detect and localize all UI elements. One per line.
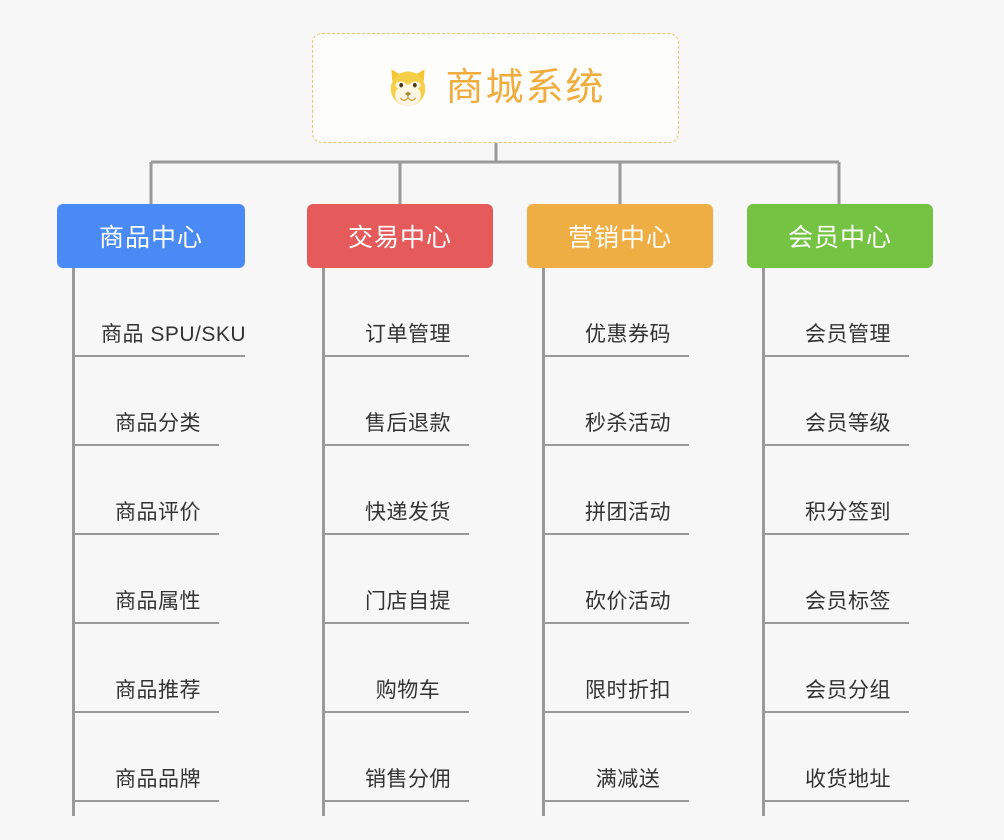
list-item[interactable]: 商品评价 [75, 446, 245, 535]
leaf-label: 砍价活动 [585, 590, 671, 613]
list-item[interactable]: 快递发货 [325, 446, 493, 535]
category-header-product-center[interactable]: 商品中心 [57, 204, 245, 268]
root-title: 商城系统 [445, 67, 606, 109]
list-item[interactable]: 满减送 [545, 713, 713, 802]
leaf-label: 限时折扣 [585, 679, 671, 702]
root-node[interactable]: 商城系统 [312, 33, 679, 143]
list-item[interactable]: 优惠券码 [545, 268, 713, 357]
leaf-label: 收货地址 [805, 768, 891, 791]
leaf-list: 商品 SPU/SKU 商品分类 商品评价 商品属性 商品推荐 商品品牌 [72, 268, 247, 816]
leaf-label: 门店自提 [365, 590, 451, 613]
leaf-list: 优惠券码 秒杀活动 拼团活动 砍价活动 限时折扣 满减送 [542, 268, 713, 816]
shiba-dog-face-icon [391, 69, 426, 106]
leaf-label: 订单管理 [365, 323, 451, 346]
list-item[interactable]: 会员分组 [765, 624, 933, 713]
list-item[interactable]: 限时折扣 [545, 624, 713, 713]
list-item[interactable]: 商品 SPU/SKU [75, 268, 247, 357]
leaf-label: 满减送 [595, 768, 661, 791]
leaf-label: 商品 SPU/SKU [101, 323, 247, 346]
list-item[interactable]: 秒杀活动 [545, 357, 713, 446]
leaf-label: 售后退款 [365, 412, 451, 435]
list-item[interactable]: 会员标签 [765, 535, 933, 624]
list-item[interactable]: 会员管理 [765, 268, 933, 357]
leaf-list: 订单管理 售后退款 快递发货 门店自提 购物车 销售分佣 [322, 268, 493, 816]
leaf-label: 销售分佣 [365, 768, 451, 791]
leaf-label: 商品属性 [115, 590, 201, 613]
category-title: 交易中心 [347, 224, 452, 252]
list-item[interactable]: 商品品牌 [75, 713, 245, 802]
list-item[interactable]: 售后退款 [325, 357, 493, 446]
leaf-label: 商品品牌 [115, 768, 201, 791]
list-item[interactable]: 砍价活动 [545, 535, 713, 624]
leaf-list: 会员管理 会员等级 积分签到 会员标签 会员分组 收货地址 [762, 268, 933, 816]
list-item[interactable]: 门店自提 [325, 535, 493, 624]
leaf-label: 优惠券码 [585, 323, 671, 346]
category-header-trade-center[interactable]: 交易中心 [307, 204, 493, 268]
leaf-label: 会员管理 [805, 323, 891, 346]
category-title: 会员中心 [787, 224, 892, 252]
leaf-label: 秒杀活动 [585, 412, 671, 435]
category-columns: 商品中心 商品 SPU/SKU 商品分类 商品评价 商品属性 商品推荐 [0, 204, 1004, 840]
category-header-marketing-center[interactable]: 营销中心 [527, 204, 713, 268]
leaf-label: 快递发货 [365, 501, 451, 524]
list-item[interactable]: 商品推荐 [75, 624, 245, 713]
list-item[interactable]: 销售分佣 [325, 713, 493, 802]
list-item[interactable]: 会员等级 [765, 357, 933, 446]
column-trade-center: 交易中心 订单管理 售后退款 快递发货 门店自提 购物车 [307, 204, 493, 816]
leaf-label: 会员标签 [805, 590, 891, 613]
leaf-label: 拼团活动 [585, 501, 671, 524]
leaf-label: 会员分组 [805, 679, 891, 702]
category-title: 商品中心 [98, 224, 203, 252]
list-item[interactable]: 订单管理 [325, 268, 493, 357]
list-item[interactable]: 收货地址 [765, 713, 933, 802]
leaf-label: 积分签到 [805, 501, 891, 524]
leaf-label: 购物车 [375, 679, 441, 702]
leaf-label: 会员等级 [805, 412, 891, 435]
leaf-label: 商品推荐 [115, 679, 201, 702]
list-item[interactable]: 商品分类 [75, 357, 245, 446]
column-member-center: 会员中心 会员管理 会员等级 积分签到 会员标签 会员分组 [747, 204, 933, 816]
column-product-center: 商品中心 商品 SPU/SKU 商品分类 商品评价 商品属性 商品推荐 [57, 204, 247, 816]
list-item[interactable]: 商品属性 [75, 535, 245, 624]
list-item[interactable]: 积分签到 [765, 446, 933, 535]
leaf-label: 商品评价 [115, 501, 201, 524]
category-header-member-center[interactable]: 会员中心 [747, 204, 933, 268]
list-item[interactable]: 拼团活动 [545, 446, 713, 535]
column-marketing-center: 营销中心 优惠券码 秒杀活动 拼团活动 砍价活动 限时折扣 [527, 204, 713, 816]
list-item[interactable]: 购物车 [325, 624, 493, 713]
category-title: 营销中心 [567, 224, 672, 252]
leaf-label: 商品分类 [115, 412, 201, 435]
